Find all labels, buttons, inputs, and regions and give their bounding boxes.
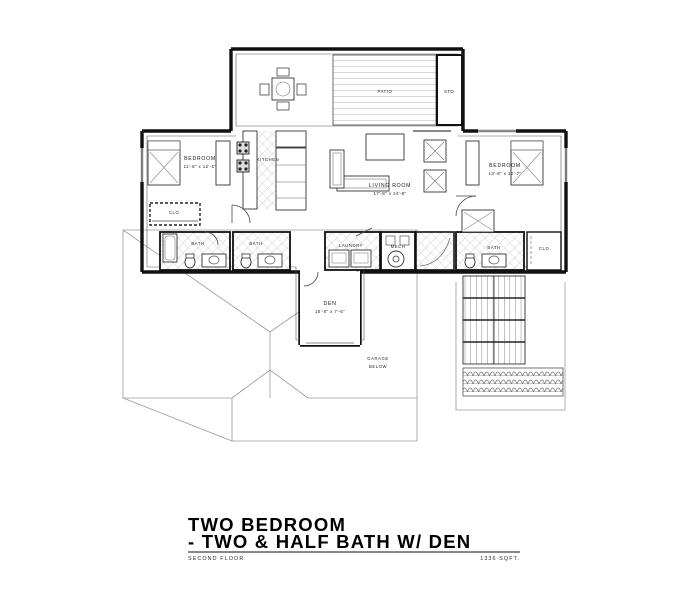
bedroom-left-label: BEDROOM bbox=[184, 156, 216, 162]
den-label: DEN bbox=[323, 301, 336, 307]
laundry-label: LAUNDRY bbox=[339, 243, 363, 248]
bath-1-label: BATH bbox=[191, 241, 204, 246]
garage-below-label: GARAGE bbox=[367, 356, 389, 361]
roof-shingles bbox=[462, 367, 564, 397]
den-room: DEN 10'-0" x 7'-6" bbox=[300, 272, 360, 345]
den-dimension: 10'-0" x 7'-6" bbox=[315, 309, 345, 314]
bath-1: BATH bbox=[159, 231, 231, 271]
plan-title-line-2: - TWO & HALF BATH W/ DEN bbox=[188, 531, 471, 552]
bedroom-right-label: BEDROOM bbox=[489, 163, 521, 169]
patio-area: PATIO bbox=[332, 54, 437, 126]
roof-right-below bbox=[455, 282, 566, 411]
kitchen-dining: KITCHEN bbox=[236, 67, 307, 211]
storage-label: STO. bbox=[444, 89, 456, 94]
storage-closet: STO. bbox=[436, 54, 463, 126]
living-room-dimension: 17'-8" x 14'-8" bbox=[373, 191, 406, 196]
patio-label: PATIO bbox=[378, 89, 393, 94]
bath-3: BATH bbox=[455, 209, 525, 271]
bedroom-right-dimension: 13'-8" x 12'-7" bbox=[488, 171, 521, 176]
closet-right-label: CLO. bbox=[539, 246, 551, 251]
bath-3-label: BATH bbox=[487, 245, 500, 250]
kitchen-label: KITCHEN bbox=[257, 157, 280, 162]
laundry-room: LAUNDRY bbox=[324, 227, 381, 271]
floor-label: SECOND FLOOR bbox=[188, 556, 244, 562]
closet-mid bbox=[415, 231, 455, 271]
plan-title-line-1: TWO BEDROOM bbox=[188, 514, 346, 535]
bath-2-label: BATH bbox=[249, 241, 262, 246]
closet-right: CLO. bbox=[526, 231, 562, 271]
title-block: TWO BEDROOM - TWO & HALF BATH W/ DEN SEC… bbox=[188, 514, 520, 562]
mech-label: MECH bbox=[391, 244, 406, 249]
closet-left: CLO. bbox=[149, 202, 201, 226]
closet-left-label: CLO. bbox=[169, 210, 181, 215]
bedroom-left: BEDROOM 11'-8" x 12'-5" bbox=[147, 140, 231, 186]
bath-2: BATH bbox=[232, 231, 291, 271]
window-symbols bbox=[140, 129, 568, 182]
living-room: LIVING ROOM 17'-8" x 14'-8" bbox=[329, 133, 447, 196]
area-label: 1336 SQFT. bbox=[480, 556, 520, 562]
bedroom-left-dimension: 11'-8" x 12'-5" bbox=[184, 164, 217, 169]
living-room-label: LIVING ROOM bbox=[369, 183, 411, 189]
mech-room: MECH bbox=[380, 231, 416, 271]
bedroom-right: BEDROOM 13'-8" x 12'-7" bbox=[465, 140, 544, 186]
door-swings bbox=[204, 195, 477, 287]
garage-below-sublabel: BELOW bbox=[369, 364, 387, 369]
stair-run bbox=[462, 275, 526, 365]
